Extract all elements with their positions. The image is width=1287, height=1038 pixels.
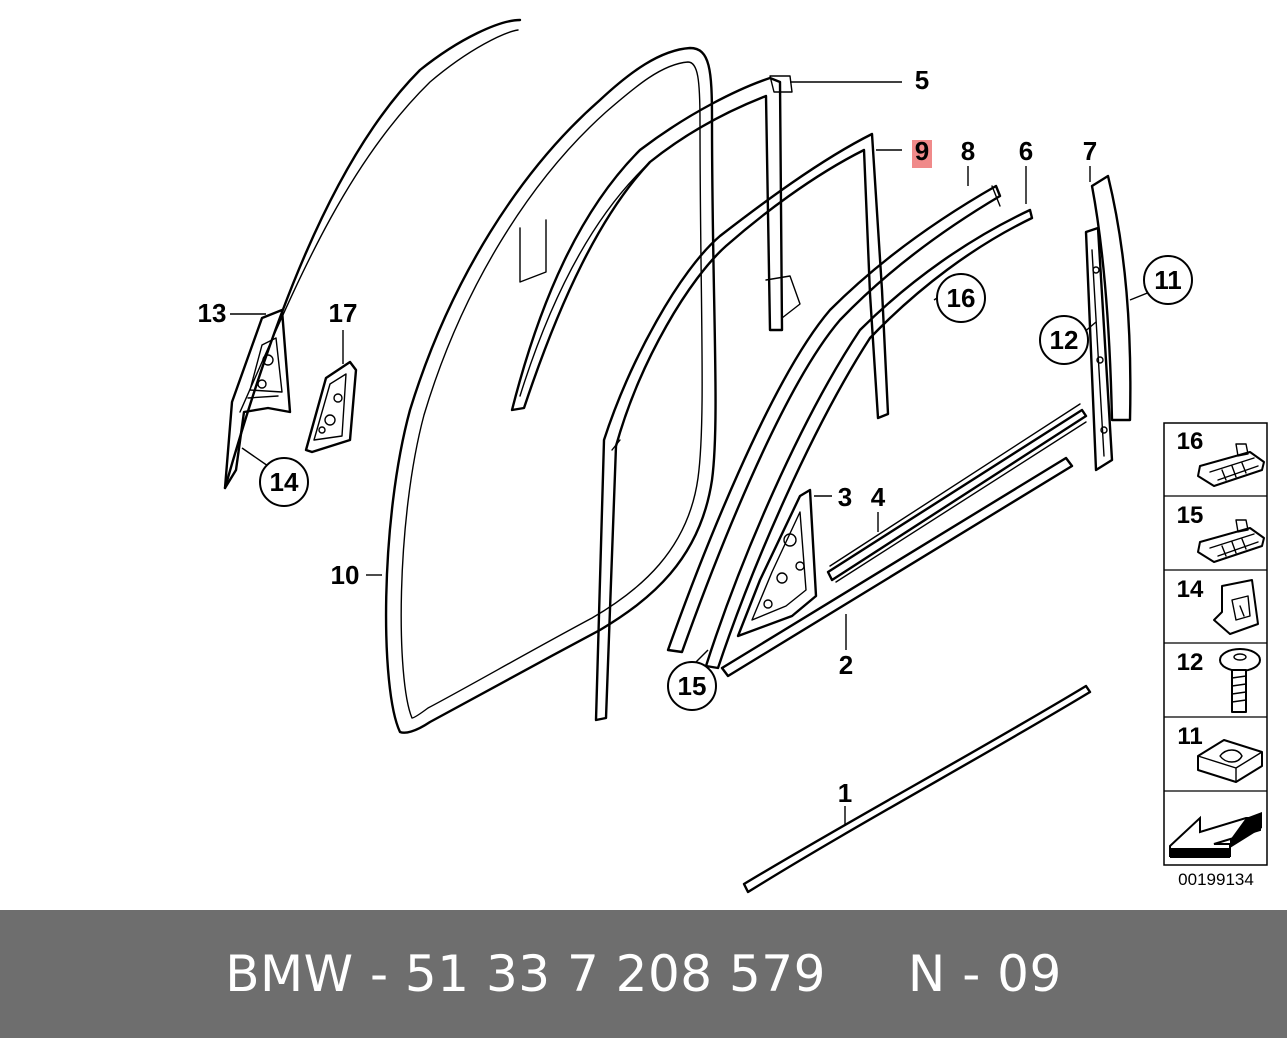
part-6-outer-strip bbox=[704, 208, 1034, 670]
part-7-pillar-cover bbox=[1090, 174, 1132, 422]
callouts: 5 9 8 6 7 11 12 16 13 17 14 10 3 4 2 15 … bbox=[198, 65, 1193, 808]
legend-item-arrow bbox=[1169, 812, 1262, 858]
callout-13: 13 bbox=[198, 298, 227, 328]
legend-item-12: 12 bbox=[1177, 648, 1261, 713]
catalog-number: 00199134 bbox=[1178, 870, 1254, 889]
part-3-triangle-cover bbox=[736, 488, 818, 638]
part-2-outer-belt bbox=[720, 456, 1074, 678]
part-number-label: BMW - 51 33 7 208 579 N - 09 bbox=[225, 945, 1062, 1003]
callout-15-circle bbox=[667, 661, 717, 711]
legend-item-16: 16 bbox=[1177, 428, 1265, 487]
callout-9: 9 bbox=[915, 136, 929, 166]
callout-11-circle bbox=[1143, 255, 1193, 305]
callout-8: 8 bbox=[961, 136, 975, 166]
clip-16-icon bbox=[1197, 443, 1265, 487]
callout-12-circle bbox=[1039, 315, 1089, 365]
legend-panel: 16 15 14 12 bbox=[1163, 422, 1268, 866]
callout-11: 11 bbox=[1154, 265, 1182, 295]
legend-item-15: 15 bbox=[1177, 502, 1265, 563]
part-8-guide-strip bbox=[666, 184, 1002, 654]
callout-2: 2 bbox=[839, 650, 853, 680]
callout-4: 4 bbox=[871, 482, 886, 512]
svg-text:16: 16 bbox=[1177, 428, 1204, 455]
callout-10: 10 bbox=[331, 560, 360, 590]
svg-text:15: 15 bbox=[1177, 502, 1204, 529]
callout-3: 3 bbox=[838, 482, 852, 512]
part-12-pillar-rail bbox=[1084, 226, 1114, 472]
callout-5: 5 bbox=[915, 65, 929, 95]
part-4-inner-belt bbox=[826, 403, 1088, 583]
callout-9-highlight bbox=[912, 140, 932, 168]
clip-nut-14-icon bbox=[1213, 579, 1259, 635]
part-9-frame-seal bbox=[594, 132, 890, 722]
parts-diagram: 5 9 8 6 7 11 12 16 13 17 14 10 3 4 2 15 … bbox=[198, 18, 1268, 894]
callout-15: 15 bbox=[678, 671, 707, 701]
part-13-pillar-trim bbox=[223, 18, 522, 490]
callout-7: 7 bbox=[1083, 136, 1097, 166]
part-1-sill-strip bbox=[742, 684, 1092, 894]
callout-14: 14 bbox=[270, 467, 299, 497]
svg-text:11: 11 bbox=[1177, 723, 1202, 750]
svg-text:12: 12 bbox=[1177, 649, 1204, 676]
legend-item-14: 14 bbox=[1177, 576, 1259, 635]
part-10-door-seal bbox=[384, 46, 717, 734]
callout-16: 16 bbox=[947, 283, 976, 313]
callout-12: 12 bbox=[1050, 325, 1079, 355]
footer-bar: BMW - 51 33 7 208 579 N - 09 bbox=[0, 910, 1287, 1038]
part-17-mirror-cover bbox=[304, 360, 358, 454]
clip-15-icon bbox=[1197, 519, 1265, 563]
legend-item-11: 11 bbox=[1177, 723, 1263, 783]
clip-11-icon bbox=[1197, 739, 1263, 783]
callout-1: 1 bbox=[838, 778, 852, 808]
callout-17: 17 bbox=[329, 298, 358, 328]
screw-12-icon bbox=[1219, 648, 1261, 713]
arrow-icon bbox=[1169, 812, 1262, 858]
callout-14-circle bbox=[259, 457, 309, 507]
callout-6: 6 bbox=[1019, 136, 1033, 166]
svg-text:14: 14 bbox=[1177, 576, 1204, 603]
callout-16-circle bbox=[936, 273, 986, 323]
part-5-window-channel bbox=[510, 75, 801, 412]
